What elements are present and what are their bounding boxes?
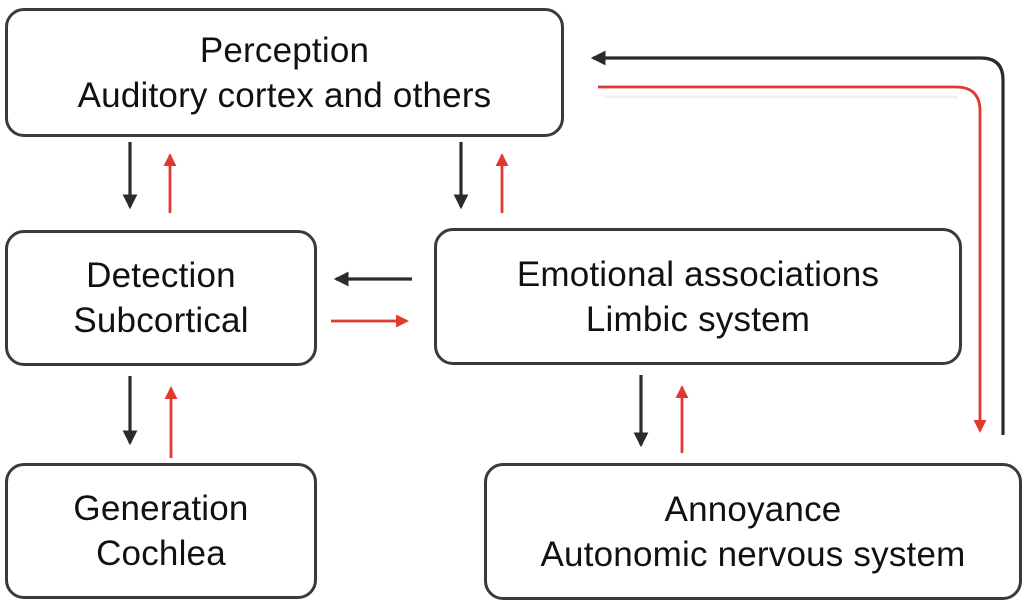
node-perception-subtitle: Auditory cortex and others <box>77 75 492 115</box>
node-emotional-subtitle: Limbic system <box>585 299 811 339</box>
node-annoyance-title: Annoyance <box>664 489 842 529</box>
node-emotional-associations: Emotional associations Limbic system <box>434 228 962 365</box>
node-detection-subtitle: Subcortical <box>73 301 249 340</box>
node-perception-title: Perception <box>199 30 370 70</box>
node-generation-title: Generation <box>73 489 249 528</box>
node-perception: Perception Auditory cortex and others <box>5 8 564 137</box>
node-generation-subtitle: Cochlea <box>96 534 226 573</box>
node-generation: Generation Cochlea <box>5 463 317 599</box>
node-annoyance-subtitle: Autonomic nervous system <box>540 534 966 574</box>
node-emotional-title: Emotional associations <box>516 254 880 294</box>
node-annoyance: Annoyance Autonomic nervous system <box>484 463 1022 600</box>
node-detection: Detection Subcortical <box>5 230 317 366</box>
node-detection-title: Detection <box>86 256 236 295</box>
